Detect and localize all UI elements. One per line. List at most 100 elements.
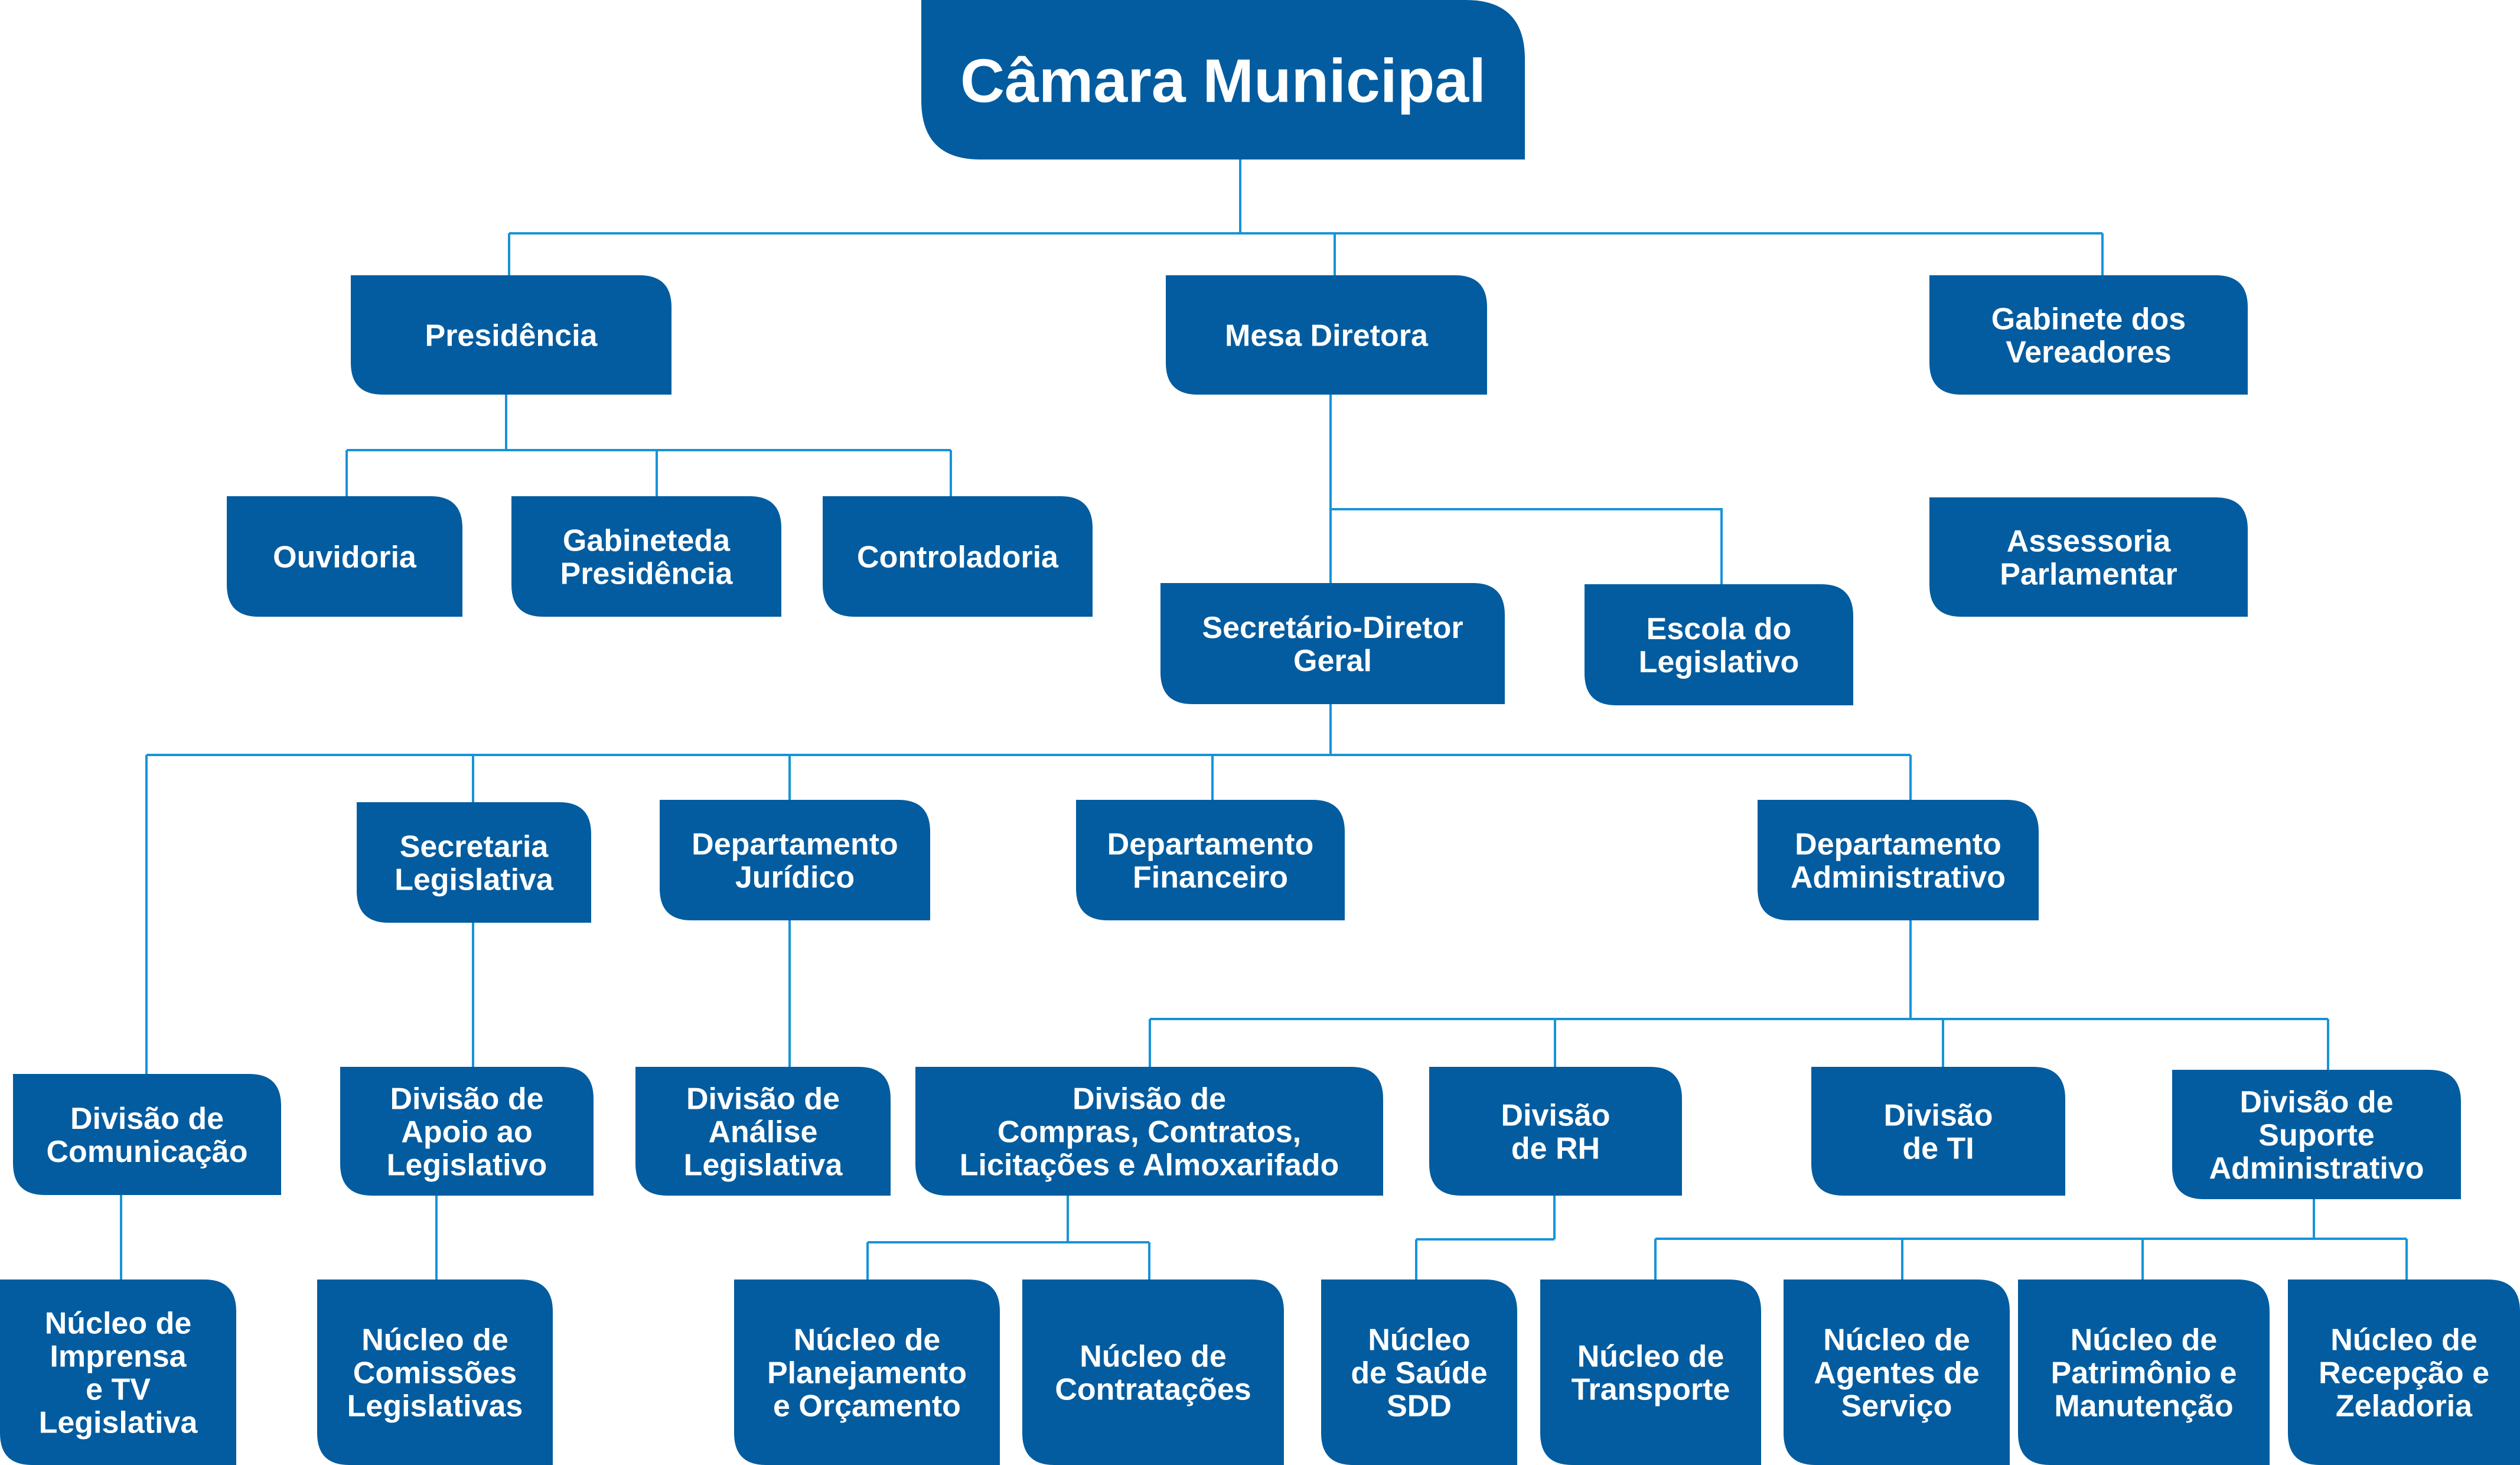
- org-node-box: [1929, 275, 2248, 395]
- org-node-label: Compras, Contratos,: [997, 1115, 1301, 1150]
- org-node-label: Serviço: [1841, 1389, 1952, 1424]
- org-node-label: Vereadores: [2006, 336, 2171, 370]
- org-node-box: [317, 1280, 553, 1465]
- org-node-label: Apoio ao: [401, 1115, 532, 1150]
- org-node-label: Legislativas: [347, 1389, 523, 1424]
- org-node-label: de TI: [1902, 1132, 1974, 1166]
- org-node-label: Divisão de: [686, 1082, 840, 1116]
- org-node-label: Divisão de: [1072, 1082, 1226, 1116]
- org-node-label: Planejamento: [767, 1356, 967, 1391]
- org-node-box: [351, 275, 671, 395]
- org-node-label: Gabineteda: [563, 524, 731, 558]
- org-node-box: [2018, 1280, 2270, 1465]
- org-node-box: [1022, 1280, 1284, 1465]
- org-node-label: Recepção e: [2319, 1356, 2489, 1391]
- org-node-label: Divisão de: [2239, 1085, 2393, 1119]
- org-node-box: [1929, 497, 2248, 617]
- org-node-box: [1585, 584, 1853, 705]
- org-node-box: [915, 1067, 1383, 1196]
- org-node-label: de RH: [1511, 1132, 1600, 1166]
- org-node-label: Análise: [709, 1115, 818, 1150]
- org-node-label: Ouvidoria: [273, 541, 417, 575]
- org-node-box: [660, 800, 930, 920]
- org-node-label: Contratações: [1055, 1373, 1251, 1407]
- org-node-label: Divisão: [1501, 1099, 1611, 1133]
- org-node-label: Núcleo de: [1577, 1340, 1724, 1374]
- org-node-label: Núcleo de: [1080, 1340, 1227, 1374]
- org-node-label: Núcleo de: [1823, 1323, 1970, 1357]
- org-node-label: Legislativo: [387, 1148, 547, 1183]
- org-node-label: Legislativa: [39, 1406, 198, 1440]
- org-node-box: [1758, 800, 2039, 920]
- org-node-label: Departamento: [1795, 828, 2001, 862]
- org-node-box: [340, 1067, 594, 1196]
- org-node-box: [2288, 1280, 2520, 1465]
- org-node-label: Geral: [1293, 644, 1372, 678]
- org-node-label: Comissões: [353, 1356, 517, 1391]
- org-node-label: Licitações e Almoxarifado: [960, 1148, 1339, 1183]
- org-node-label: e Orçamento: [773, 1389, 961, 1424]
- org-node-box: [1076, 800, 1345, 920]
- org-node-label: Imprensa: [50, 1340, 187, 1374]
- org-node-box: [1540, 1280, 1761, 1465]
- connectors: [120, 159, 2408, 1280]
- org-node-label: e TV: [86, 1373, 151, 1407]
- org-node-ouvidoria: Ouvidoria: [227, 496, 462, 617]
- org-node-label: Parlamentar: [2000, 558, 2177, 592]
- org-node-label: SDD: [1387, 1389, 1452, 1424]
- org-node-presidencia: Presidência: [351, 275, 671, 395]
- org-node-label: Núcleo de: [2071, 1323, 2218, 1357]
- org-node-box: [921, 0, 1525, 159]
- org-node-box: [227, 496, 462, 617]
- org-node-label: Secretário-Diretor: [1202, 611, 1463, 645]
- org-node-label: Jurídico: [735, 861, 855, 895]
- org-node-box: [1160, 583, 1505, 704]
- org-node-label: Assessoria: [2007, 525, 2172, 559]
- org-node-label: Departamento: [692, 828, 898, 862]
- org-node-label: Administrativo: [2209, 1151, 2424, 1186]
- org-node-label: Financeiro: [1133, 861, 1288, 895]
- org-node-label: Agentes de: [1814, 1356, 1979, 1391]
- org-node-box: [1784, 1280, 2010, 1465]
- org-node-label: Núcleo de: [794, 1323, 941, 1357]
- org-node-label: Mesa Diretora: [1225, 319, 1429, 353]
- org-node-controladoria: Controladoria: [823, 496, 1093, 617]
- org-node-label: Divisão de: [70, 1102, 224, 1136]
- org-node-label: de Saúde: [1351, 1356, 1487, 1391]
- org-node-label: Divisão: [1884, 1099, 1993, 1133]
- org-node-box: [0, 1280, 236, 1465]
- org-node-box: [1811, 1067, 2065, 1196]
- org-node-label: Legislativa: [395, 863, 554, 897]
- org-node-box: [13, 1074, 281, 1195]
- org-node-label: Patrimônio e: [2051, 1356, 2237, 1391]
- org-node-box: [823, 496, 1093, 617]
- org-node-label: Suporte: [2258, 1118, 2374, 1153]
- connector-line: [1331, 508, 1723, 584]
- org-node-box: [1321, 1280, 1517, 1465]
- org-node-box: [511, 496, 781, 617]
- org-node-label: Núcleo de: [361, 1323, 508, 1357]
- org-node-label: Escola do: [1647, 612, 1792, 646]
- org-node-label: Núcleo: [1368, 1323, 1470, 1357]
- chart-title: Câmara Municipal: [960, 47, 1486, 115]
- org-node-box: [1429, 1067, 1682, 1196]
